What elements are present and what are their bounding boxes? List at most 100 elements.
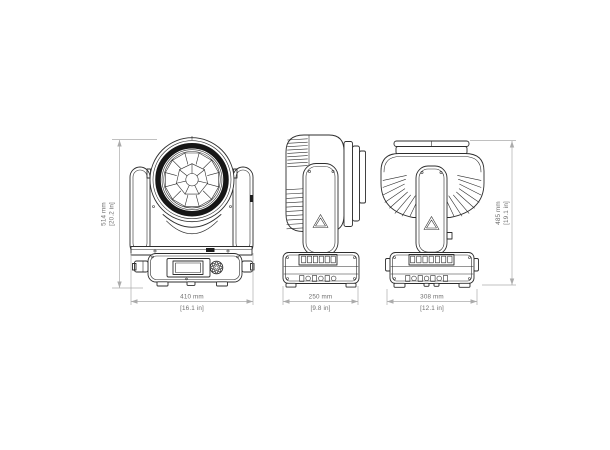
keypad-ring (209, 260, 224, 275)
connector (331, 275, 337, 282)
lens-cell-edge (172, 159, 181, 169)
arrowhead (131, 299, 138, 304)
dimension-label-mm: 250 mm (309, 294, 333, 301)
screw (226, 249, 230, 253)
lens-cell-edge (195, 194, 200, 207)
connector (312, 255, 318, 264)
connector (410, 255, 416, 264)
fin (287, 148, 308, 151)
foot (345, 282, 357, 288)
lens-array (165, 152, 219, 207)
keypad-center-button (214, 265, 219, 270)
fin (458, 188, 480, 203)
fin (384, 188, 406, 203)
dimension-rear-height: 485 mm [19.1 in] (470, 140, 516, 286)
yoke-arm (302, 163, 339, 256)
lens-cell-edge (207, 172, 219, 176)
connector (447, 255, 453, 264)
arrowhead (117, 281, 122, 288)
connector (305, 275, 311, 282)
fin (382, 175, 407, 181)
screw (286, 277, 289, 280)
display-screen (172, 260, 204, 275)
dimension-front-height: 514 mm [20.2 in] (101, 139, 157, 289)
connector (424, 275, 430, 282)
cooling-fins (382, 175, 482, 217)
screw (236, 255, 239, 259)
fin (287, 138, 308, 141)
top-plate (395, 146, 468, 155)
base-housing-inner (285, 254, 357, 282)
fin (458, 179, 482, 188)
foot (423, 282, 430, 287)
arrowhead (509, 278, 515, 285)
screw (439, 171, 443, 174)
warning-triangle-icon-inner (315, 217, 326, 227)
screw (353, 256, 356, 259)
connector (428, 255, 434, 264)
fin (287, 155, 308, 158)
arrowhead (470, 299, 477, 304)
dimension-side-depth: 250 mm [9.8 in] (282, 286, 359, 312)
screw (468, 256, 471, 259)
screw (151, 255, 154, 259)
connector-row-bottom (405, 275, 448, 282)
connector (330, 255, 336, 264)
screw (420, 171, 424, 174)
screw (353, 277, 356, 280)
dimension-label-inch: [12.1 in] (420, 305, 444, 312)
fin (456, 191, 475, 209)
dimension-rear-width: 308 mm [12.1 in] (386, 289, 478, 312)
foot (285, 282, 297, 288)
connector-row-top (410, 255, 453, 264)
fin (287, 145, 308, 147)
fin (287, 151, 308, 154)
connector-panel-top (298, 254, 338, 266)
connector-row-bottom (299, 275, 337, 282)
arrowhead (246, 299, 253, 304)
fin (459, 183, 482, 196)
arrowhead (387, 299, 394, 304)
dimension-label-mm: 410 mm (180, 294, 204, 301)
connector (422, 255, 428, 264)
lens-cell-edge (172, 190, 181, 200)
warning-triangle-icon (312, 214, 329, 228)
lens-cell-edge (165, 172, 177, 176)
connector (307, 255, 312, 264)
connector (436, 275, 442, 282)
carry-handle-right (241, 260, 253, 273)
base-housing-inner (150, 255, 240, 280)
head (146, 136, 238, 252)
keypad-button (210, 265, 214, 270)
screw (153, 249, 157, 253)
dimension-label-inch: [19.1 in] (503, 201, 510, 225)
fin (401, 195, 416, 217)
lens-inner-ring (176, 163, 208, 195)
screw (468, 277, 471, 280)
arm-tab (446, 232, 453, 240)
dimension-label-mm: 485 mm (495, 201, 502, 225)
fin (457, 175, 482, 181)
connector (301, 255, 307, 264)
lens-cell-edge (184, 152, 189, 165)
connector (318, 275, 324, 282)
display-screen-inner (175, 262, 201, 273)
base-housing (282, 252, 360, 284)
carry-handle-left (134, 260, 149, 273)
lens-cell-edge (176, 180, 187, 184)
lens-rim-inner (163, 151, 221, 209)
lens-cell-edge (165, 183, 177, 188)
yoke-arm-rear (415, 165, 448, 256)
rear-cap-step2 (352, 145, 360, 222)
connector (324, 275, 330, 282)
yoke-arm-rear-inner (418, 168, 445, 253)
dimension-label-inch: [20.2 in] (109, 202, 116, 226)
keypad-button (214, 270, 219, 274)
connector (441, 255, 447, 264)
side-view (282, 134, 366, 288)
head-bottom-cover-inner (166, 220, 218, 234)
dimension-label-mm: 308 mm (420, 294, 444, 301)
lens-cell-edge (195, 152, 200, 165)
base-housing (147, 253, 243, 283)
